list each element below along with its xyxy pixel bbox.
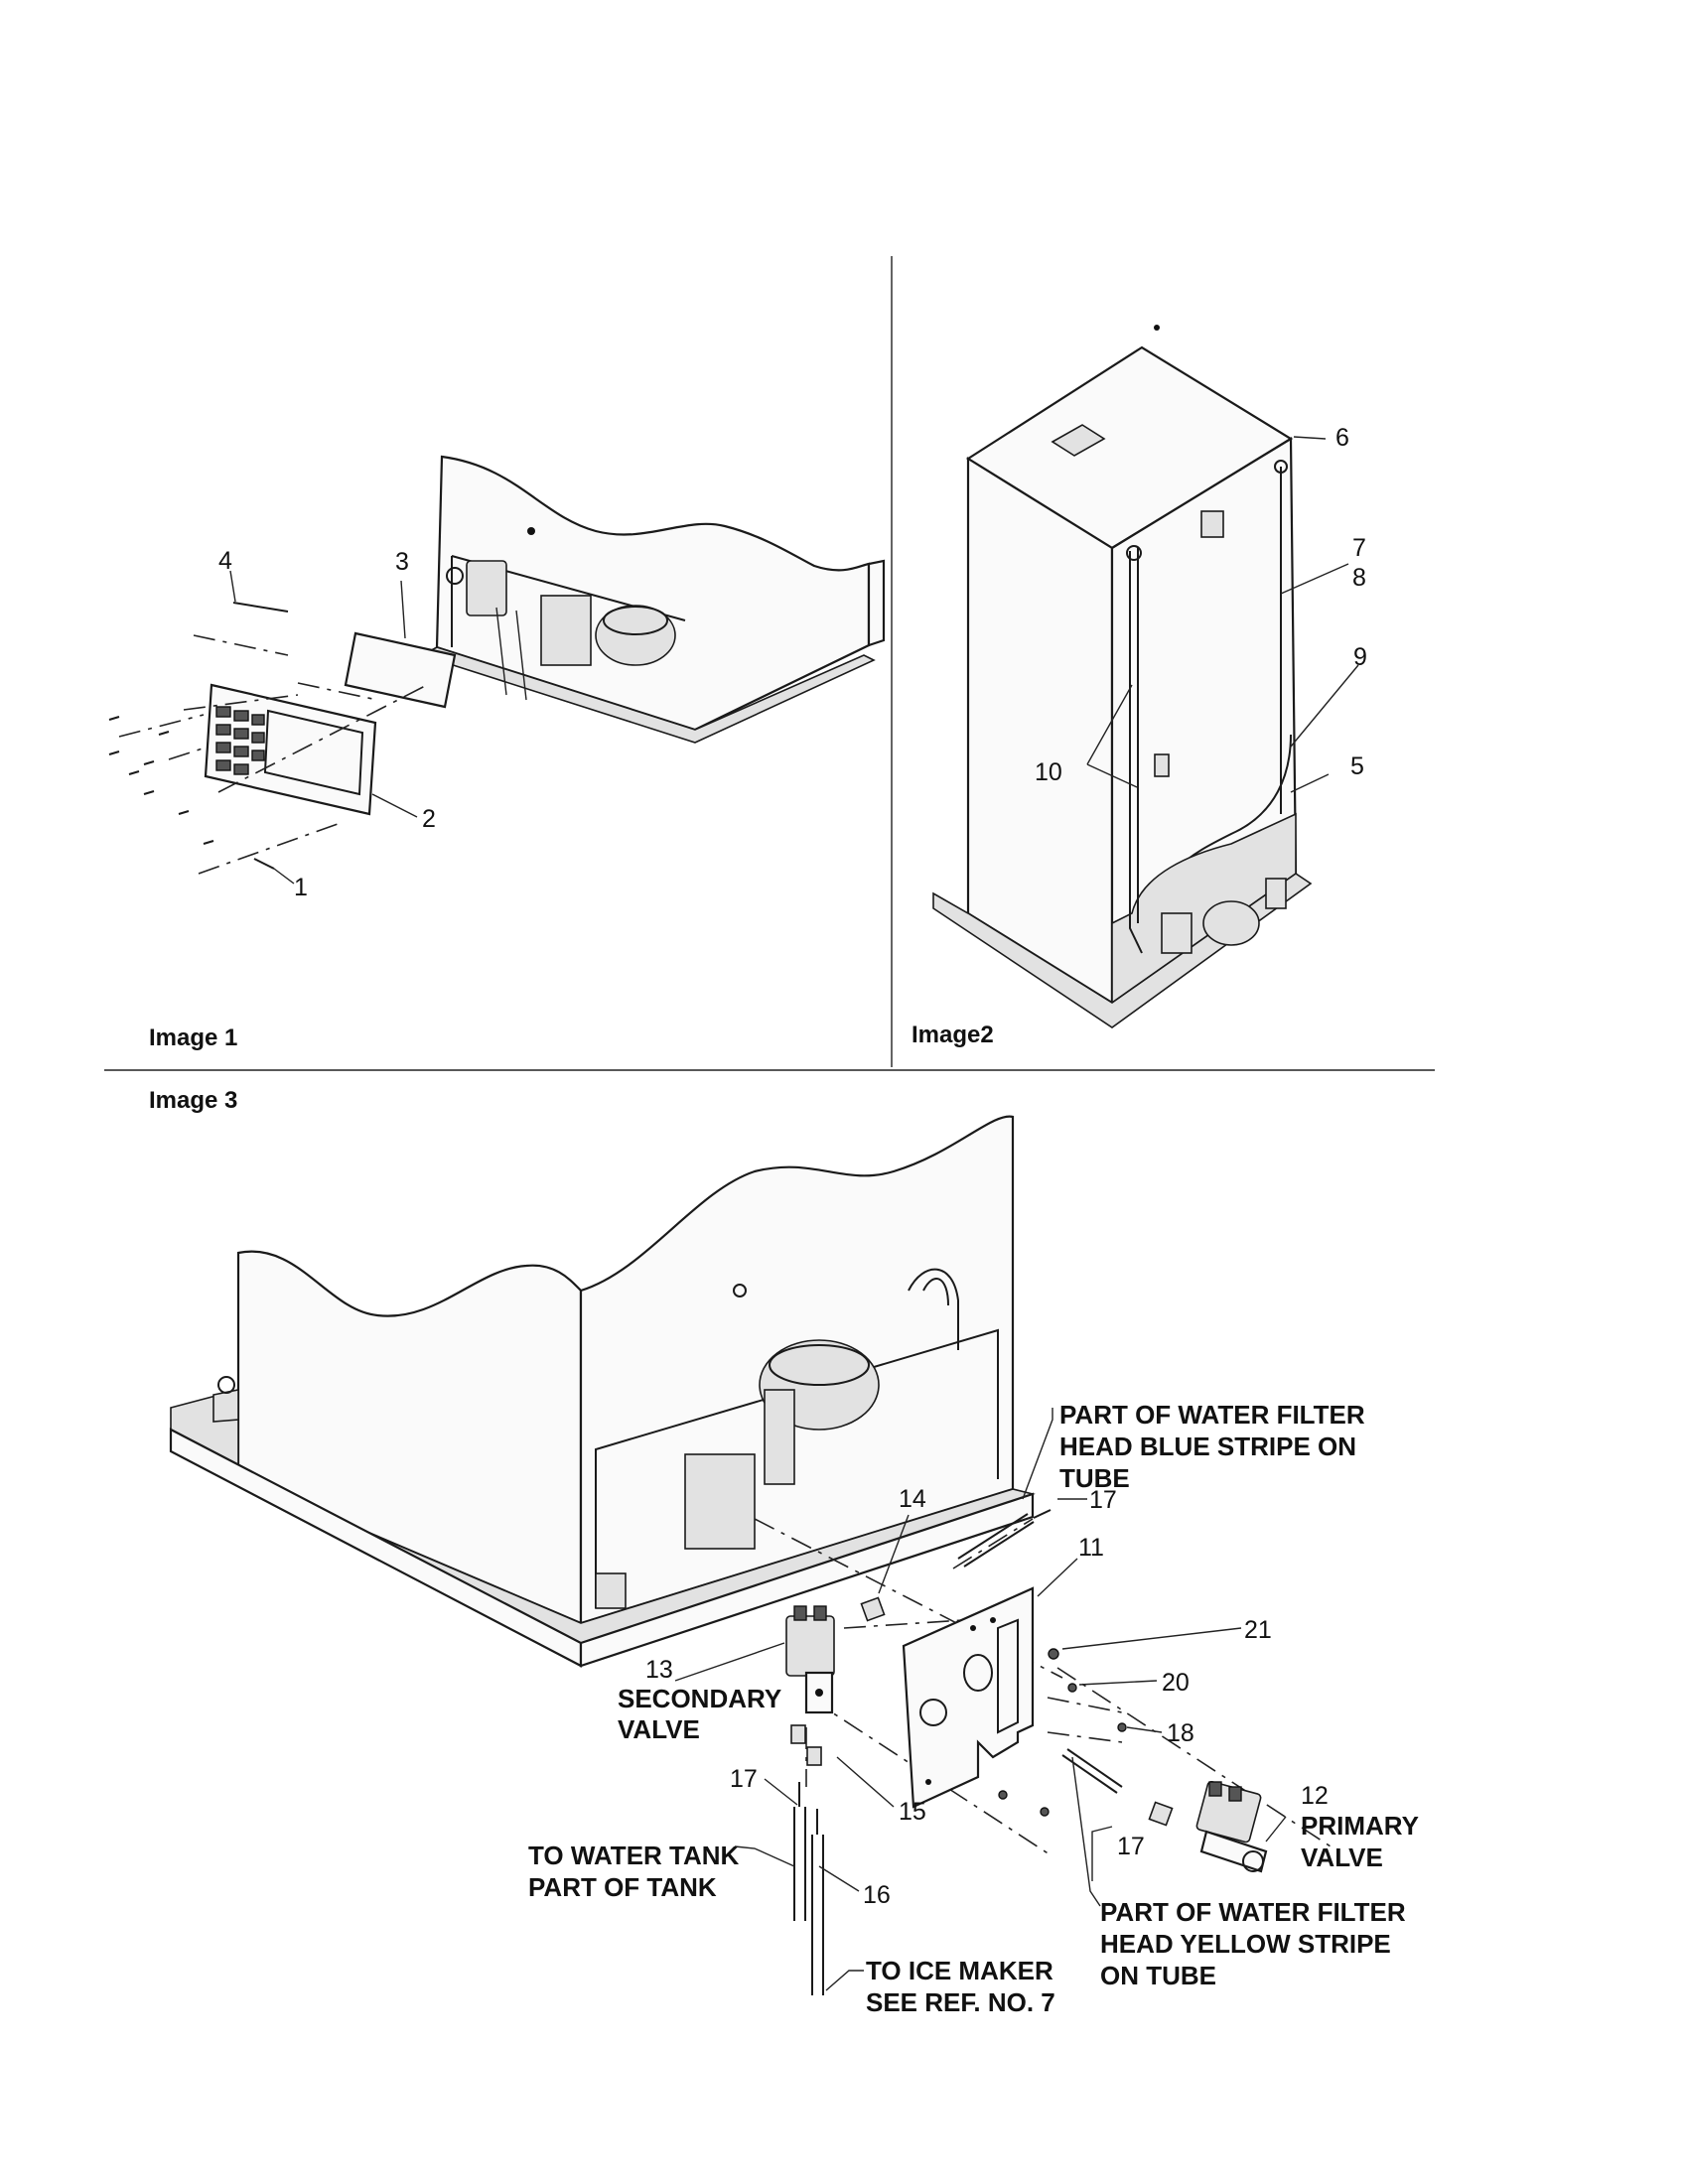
callout-17-top: 17	[1089, 1486, 1117, 1514]
image2-refrigerator-rear	[932, 325, 1359, 1028]
callout-8: 8	[1352, 564, 1366, 592]
callout-16: 16	[863, 1881, 891, 1909]
callout-17-lower: 17	[1117, 1833, 1145, 1860]
callout-21: 21	[1244, 1616, 1272, 1644]
panel-dividers	[104, 256, 1435, 1071]
image2-cabinet-side	[966, 457, 1114, 1005]
note-blue-stripe-line-3: TUBE	[1059, 1463, 1130, 1493]
callout-3: 3	[395, 548, 409, 576]
callout-1: 1	[294, 874, 308, 901]
note-primary-valve-line-1: PRIMARY	[1301, 1811, 1419, 1841]
callout-13: 13	[645, 1656, 673, 1684]
image1-alignment-lines	[118, 634, 428, 875]
note-ice-maker-line-2: SEE REF. NO. 7	[866, 1987, 1055, 2017]
callout-7: 7	[1352, 534, 1366, 562]
note-blue-stripe-line-1: PART OF WATER FILTER	[1059, 1400, 1365, 1430]
callout-2: 2	[422, 805, 436, 833]
image3-blue-stripe-tube	[957, 1513, 1029, 1560]
image3-fitting-15	[806, 1746, 822, 1766]
image3-screw-20	[1067, 1683, 1077, 1693]
image3-callouts: 17 14 11 21 20 18 13 15 17 16 17 12	[645, 1485, 1329, 1909]
note-yellow-stripe-line-2: HEAD YELLOW STRIPE	[1100, 1929, 1391, 1959]
note-water-tank-line-1: TO WATER TANK	[528, 1841, 740, 1870]
image3-secondary-valve	[785, 1605, 835, 1714]
callout-17-left: 17	[730, 1765, 758, 1793]
callout-15: 15	[899, 1798, 926, 1826]
image1-callouts: 4 3 2 1	[218, 547, 436, 901]
image3-fitting-14	[860, 1596, 886, 1622]
image3-bracket-11	[902, 1586, 1035, 1809]
callout-14: 14	[899, 1485, 926, 1513]
image2-callouts: 6 7 8 9 10 5	[1035, 424, 1367, 786]
image3-cabinet-side	[236, 1250, 583, 1625]
note-water-tank-line-2: PART OF TANK	[528, 1872, 717, 1902]
callout-18: 18	[1167, 1719, 1194, 1747]
callout-12: 12	[1301, 1782, 1329, 1810]
callout-4: 4	[218, 547, 232, 575]
note-blue-stripe-line-2: HEAD BLUE STRIPE ON	[1059, 1432, 1356, 1461]
image3-lower-tubes	[793, 1782, 824, 1995]
callout-9: 9	[1353, 643, 1367, 671]
callout-20: 20	[1162, 1669, 1190, 1697]
image1-caption: Image 1	[149, 1024, 237, 1051]
note-secondary-valve-line-1: SECONDARY	[618, 1684, 781, 1713]
image1-screws	[108, 716, 214, 845]
image1-grille-slots	[215, 706, 265, 775]
callout-6: 6	[1335, 424, 1349, 452]
image3-primary-valve	[1195, 1780, 1268, 1873]
image2-tube-10	[1129, 551, 1143, 954]
note-yellow-stripe-line-3: ON TUBE	[1100, 1961, 1216, 1990]
image3-notes: PART OF WATER FILTER HEAD BLUE STRIPE ON…	[528, 1400, 1419, 2017]
image3-yellow-stripe-tube	[1066, 1748, 1123, 1788]
image1-exploded-view	[108, 455, 886, 885]
note-secondary-valve-line-2: VALVE	[618, 1714, 700, 1744]
callout-5: 5	[1350, 752, 1364, 780]
image1-part-3-panel	[344, 631, 457, 709]
callout-10: 10	[1035, 758, 1062, 786]
note-yellow-stripe-line-1: PART OF WATER FILTER	[1100, 1897, 1406, 1927]
note-primary-valve-line-2: VALVE	[1301, 1843, 1383, 1872]
note-ice-maker-line-1: TO ICE MAKER	[866, 1956, 1053, 1985]
image3-screw-18	[1117, 1722, 1127, 1732]
image3-screw-21	[1048, 1648, 1059, 1660]
image3-caption: Image 3	[149, 1087, 237, 1114]
image3-exploded-view	[169, 1115, 1332, 1995]
callout-11: 11	[1078, 1534, 1104, 1562]
image2-caption: Image2	[912, 1022, 994, 1048]
